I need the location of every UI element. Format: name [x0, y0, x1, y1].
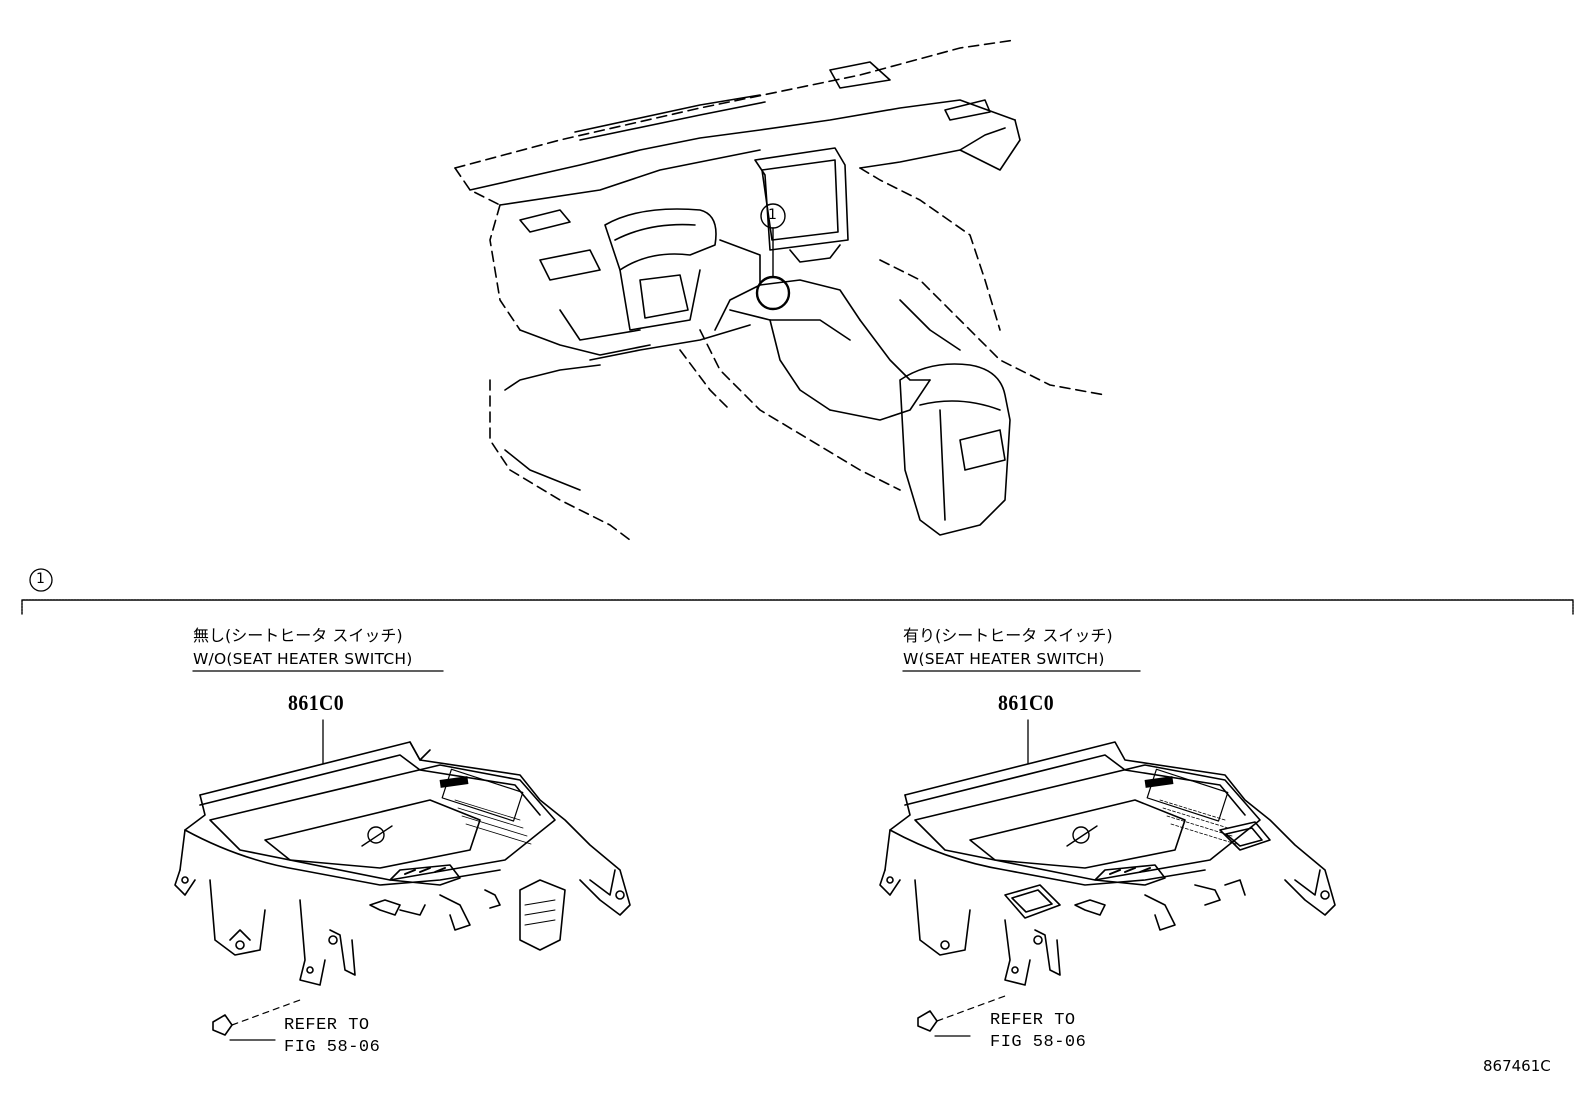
section-number: 1 — [36, 571, 45, 587]
left-refer-line2: FIG 58-06 — [284, 1038, 381, 1057]
left-condition-jp: 無し(シートヒータ スイッチ) — [193, 626, 403, 645]
right-variant-drawing — [879, 670, 1336, 1037]
right-condition-en: W(SEAT HEATER SWITCH) — [903, 650, 1105, 668]
overview-callout-number: 1 — [768, 207, 777, 223]
illustration-id: 867461C — [1483, 1057, 1551, 1075]
left-condition-en: W/O(SEAT HEATER SWITCH) — [193, 650, 413, 668]
left-refer-line1: REFER TO — [284, 1016, 370, 1035]
right-part-number: 861C0 — [998, 690, 1055, 715]
left-variant-drawing — [174, 670, 631, 1041]
section-bracket — [21, 568, 1574, 615]
right-condition-jp: 有り(シートヒータ スイッチ) — [903, 626, 1113, 645]
dashboard-overview — [454, 39, 1106, 541]
right-refer-line2: FIG 58-06 — [990, 1033, 1087, 1052]
right-refer-line1: REFER TO — [990, 1011, 1076, 1030]
left-part-number: 861C0 — [288, 690, 345, 715]
